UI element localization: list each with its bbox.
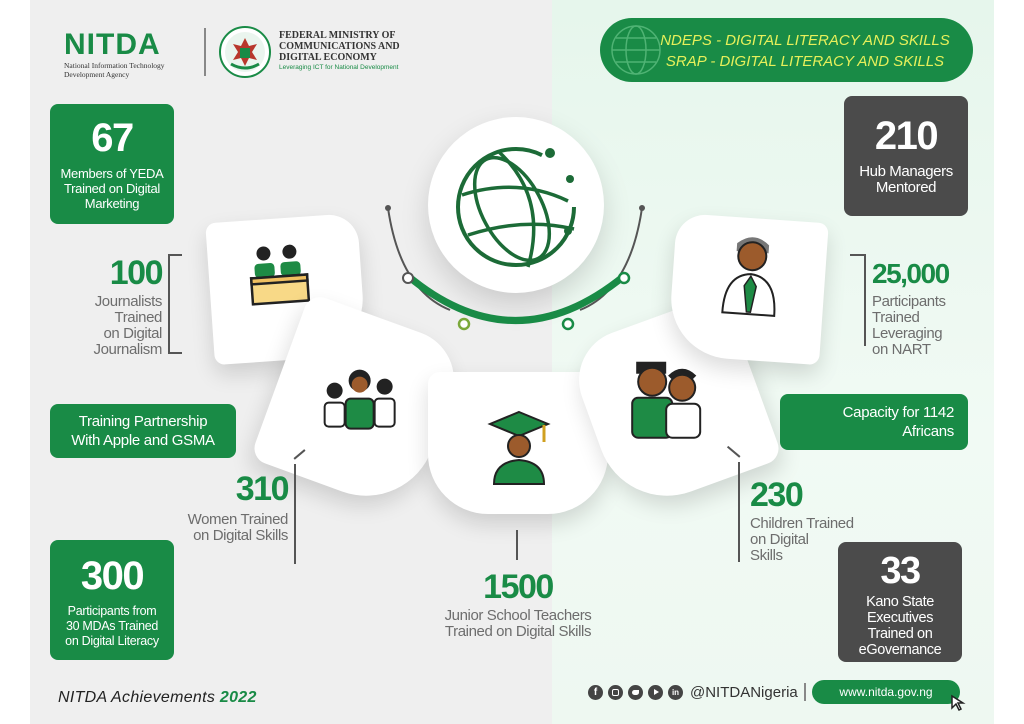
- stat-nart-label: Participants Trained Leveraging on NART: [872, 293, 946, 358]
- stat-apple-card: Training Partnership With Apple and GSMA: [50, 404, 236, 458]
- graduate-icon: [487, 410, 551, 485]
- social-handle[interactable]: @NITDANigeria: [690, 684, 798, 701]
- arc-connector: [385, 205, 645, 331]
- globe-network-icon: [456, 147, 576, 268]
- line-teachers: [516, 530, 518, 560]
- twitter-icon[interactable]: [628, 685, 643, 700]
- tile-women: [249, 292, 469, 516]
- stat-africans-card: Capacity for 1142 Africans: [780, 394, 968, 450]
- header-divider: [204, 28, 206, 76]
- stat-nart-number: 25,000: [872, 258, 950, 289]
- stat-teachers-number: 1500: [483, 568, 554, 606]
- stat-hub-label: Hub Managers Mentored: [859, 163, 953, 196]
- stat-women-label: Women Trained on Digital Skills: [187, 511, 289, 544]
- businessman-icon: [721, 237, 776, 317]
- coat-of-arms-icon: [219, 26, 271, 78]
- stat-teachers: 1500 Junior School Teachers Trained on D…: [410, 570, 626, 640]
- journalists-podium-icon: [249, 244, 311, 306]
- eagle-emblem-icon: [225, 32, 265, 72]
- footer-title: NITDA Achievements 2022: [58, 689, 257, 706]
- youtube-icon[interactable]: [648, 685, 663, 700]
- banner-text: NDEPS - DIGITAL LITERACY AND SKILLS SRAP…: [660, 32, 950, 70]
- linkedin-icon[interactable]: in: [668, 685, 683, 700]
- stat-kano-number: 33: [880, 550, 921, 592]
- stat-teachers-label: Junior School Teachers Trained on Digita…: [444, 607, 592, 640]
- ministry-name: FEDERAL MINISTRY OF COMMUNICATIONS AND D…: [279, 30, 400, 71]
- stat-yeda-label: Members of YEDA Trained on Digital Marke…: [60, 166, 164, 211]
- website-link[interactable]: www.nitda.gov.ng: [812, 680, 960, 704]
- stat-journalists-number: 100: [109, 254, 164, 292]
- agency-name: National Information Technology Developm…: [64, 61, 165, 79]
- instagram-icon[interactable]: [608, 685, 623, 700]
- stat-yeda-card: 67 Members of YEDA Trained on Digital Ma…: [50, 104, 174, 224]
- stat-yeda-number: 67: [91, 116, 134, 160]
- stat-kano-label: Kano State Executives Trained on eGovern…: [858, 594, 942, 658]
- stat-mdas-label: Participants from 30 MDAs Trained on Dig…: [65, 604, 159, 648]
- nitda-logo-text: NITDA: [64, 28, 161, 61]
- children-icon: [631, 361, 702, 439]
- bracket-nart: [864, 254, 866, 346]
- tile-journalists: [205, 212, 367, 366]
- stat-children-label: Children Trained on Digital Skills: [750, 515, 854, 564]
- footer-divider: [804, 683, 806, 701]
- stat-women: 310 Women Trained on Digital Skills: [160, 470, 290, 544]
- stat-hub-card: 210 Hub Managers Mentored: [844, 96, 968, 216]
- stat-children-number: 230: [750, 476, 804, 514]
- nitda-logo[interactable]: NITDA National Information Technology De…: [64, 28, 186, 82]
- sdg-banner: NDEPS - DIGITAL LITERACY AND SKILLS SRAP…: [600, 18, 973, 82]
- stat-women-number: 310: [235, 470, 290, 508]
- stat-mdas-number: 300: [80, 554, 145, 598]
- tile-children: [564, 292, 784, 516]
- bracket-journalists: [168, 254, 170, 354]
- stat-journalists: 100 Journalists Trained on Digital Journ…: [74, 254, 164, 358]
- banner-globe-icon: [611, 25, 661, 75]
- women-group-icon: [323, 369, 396, 430]
- stat-mdas-card: 300 Participants from 30 MDAs Trained on…: [50, 540, 174, 660]
- stat-nart: 25,000 Participants Trained Leveraging o…: [872, 260, 982, 358]
- stat-kano-card: 33 Kano State Executives Trained on eGov…: [838, 542, 962, 662]
- ministry-tagline: Leveraging ICT for National Development: [279, 64, 399, 71]
- cursor-icon: [951, 694, 966, 712]
- center-globe-disc: [428, 117, 604, 293]
- tile-hub-managers: [667, 212, 829, 366]
- line-children: [738, 462, 740, 562]
- facebook-icon[interactable]: f: [588, 685, 603, 700]
- stat-children: 230 Children Trained on Digital Skills: [750, 478, 880, 564]
- stat-journalists-label: Journalists Trained on Digital Journalis…: [93, 293, 162, 358]
- tile-teachers: [428, 372, 608, 514]
- line-women: [294, 464, 296, 564]
- stat-hub-number: 210: [874, 114, 939, 158]
